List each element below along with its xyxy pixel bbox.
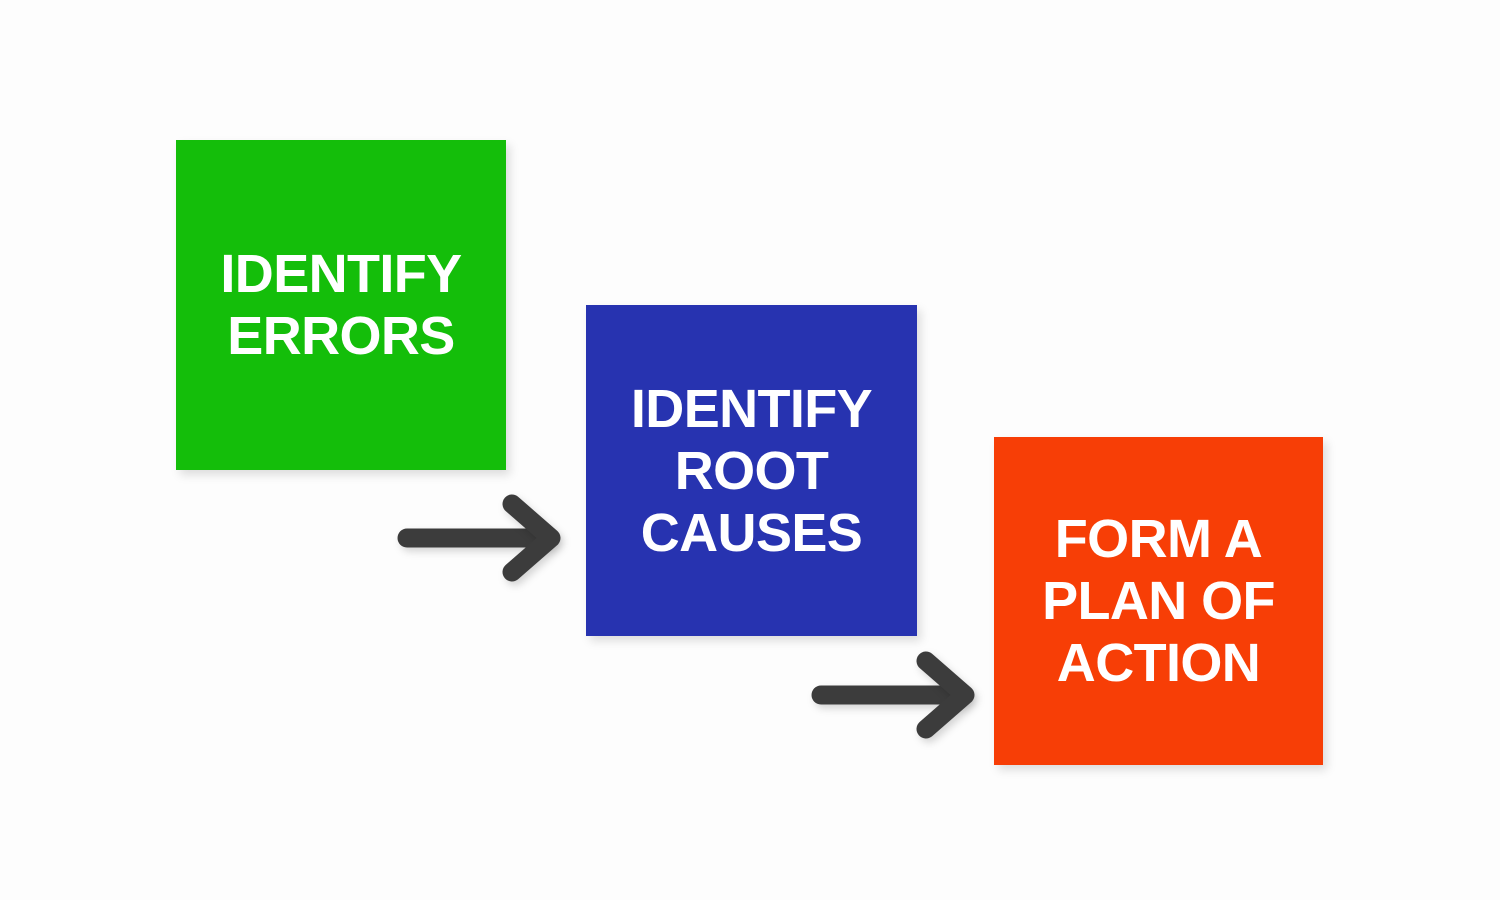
process-step-identify-errors[interactable]: IDENTIFY ERRORS	[176, 140, 506, 470]
process-step-label: IDENTIFY ROOT CAUSES	[630, 378, 873, 563]
arrow-head	[916, 651, 975, 739]
arrow-right-icon-step1-to-step2	[397, 494, 561, 582]
process-step-identify-root-causes[interactable]: IDENTIFY ROOT CAUSES	[586, 305, 917, 636]
process-step-label: FORM A PLAN OF ACTION	[1042, 509, 1275, 693]
arrow-head	[502, 494, 561, 582]
process-step-form-a-plan-of-action[interactable]: FORM A PLAN OF ACTION	[994, 437, 1323, 765]
process-step-label: IDENTIFY ERRORS	[220, 244, 462, 366]
arrow-right-icon-step2-to-step3	[811, 651, 975, 739]
